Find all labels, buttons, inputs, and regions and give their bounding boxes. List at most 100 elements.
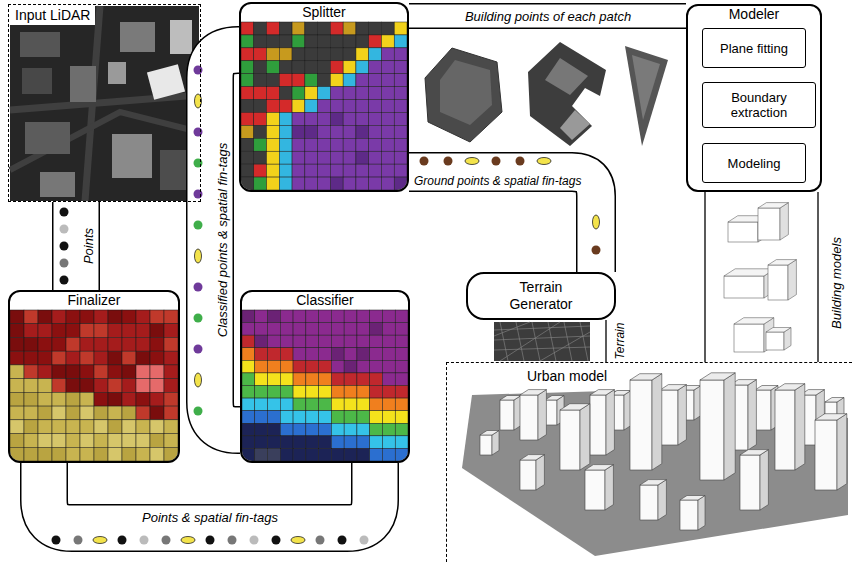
patch-cell xyxy=(280,436,293,449)
patch-cell xyxy=(280,310,293,323)
patch-cell xyxy=(369,164,382,177)
patch-cell xyxy=(280,398,293,411)
patch-cell xyxy=(382,310,395,323)
patch-cell xyxy=(356,22,369,35)
patch-cell xyxy=(370,436,383,449)
patch-cell xyxy=(280,411,293,424)
illustration-shape xyxy=(560,110,590,140)
pipe-wall xyxy=(52,202,100,290)
patch-cell xyxy=(164,447,178,461)
flow-dot xyxy=(465,158,479,165)
illustration-shape xyxy=(734,318,774,324)
building-block xyxy=(815,414,847,490)
patch-cell xyxy=(344,423,357,436)
patch-cell xyxy=(293,398,306,411)
illustration-shape xyxy=(528,42,606,146)
patch-cell xyxy=(267,48,280,61)
patch-cell xyxy=(305,87,318,100)
patch-cell xyxy=(268,448,281,461)
patch-cell xyxy=(80,447,94,461)
patch-cell xyxy=(280,423,293,436)
patch-cell xyxy=(94,310,108,324)
patch-cell xyxy=(344,411,357,424)
stage-box: Splitter xyxy=(239,2,409,192)
patch-cell xyxy=(279,74,292,87)
patch-cell xyxy=(292,48,305,61)
flow-dot xyxy=(250,536,259,545)
patch-cell xyxy=(394,100,407,113)
patch-cell xyxy=(108,379,122,393)
illustration-shape xyxy=(440,60,492,125)
patch-cell xyxy=(394,164,407,177)
patch-cell xyxy=(382,436,395,449)
patch-cell xyxy=(164,337,178,351)
building-block xyxy=(660,385,686,445)
illustration-shape xyxy=(766,332,784,350)
box-title: Modeler xyxy=(725,6,784,23)
patch-cell xyxy=(319,360,332,373)
patch-cell xyxy=(344,360,357,373)
illustration-shape xyxy=(680,496,705,501)
patch-cell xyxy=(280,373,293,386)
patch-cell xyxy=(356,87,369,100)
patch-cell xyxy=(318,87,331,100)
patch-cell xyxy=(108,392,122,406)
patch-cell xyxy=(357,373,370,386)
patch-cell xyxy=(255,310,268,323)
illustration-shape xyxy=(630,380,652,470)
patch-cell xyxy=(254,87,267,100)
patch-cell xyxy=(369,74,382,87)
patch-cell xyxy=(254,22,267,35)
patch-cell xyxy=(382,360,395,373)
patch-cell xyxy=(318,35,331,48)
patch-cell xyxy=(66,420,80,434)
building-block xyxy=(680,496,705,531)
flow-dot xyxy=(181,537,195,544)
patch-cell xyxy=(370,323,383,336)
patch-cell xyxy=(267,35,280,48)
patch-cell xyxy=(10,447,24,461)
patch-cell xyxy=(331,373,344,386)
patch-cell xyxy=(330,35,343,48)
patch-cell xyxy=(241,87,254,100)
flow-line xyxy=(606,320,607,362)
illustration-shape xyxy=(545,58,588,95)
patch-cell xyxy=(370,310,383,323)
patch-cell xyxy=(267,112,280,125)
illustration-shape xyxy=(545,396,564,401)
patch-cell xyxy=(395,373,408,386)
patch-cell xyxy=(242,360,255,373)
flow-dot xyxy=(194,407,203,416)
patch-cell xyxy=(356,35,369,48)
patch-cell xyxy=(394,151,407,164)
patch-cell xyxy=(382,386,395,399)
patch-cell xyxy=(255,386,268,399)
patch-cell xyxy=(94,324,108,338)
lidar-image xyxy=(10,6,199,201)
patch-cell xyxy=(331,411,344,424)
patch-cell xyxy=(293,348,306,361)
patch-cell xyxy=(66,310,80,324)
flow-dot xyxy=(60,208,69,217)
illustration-shape xyxy=(780,203,788,240)
box-title: Finalizer xyxy=(64,292,125,309)
illustration-shape xyxy=(698,496,705,531)
patch-cell xyxy=(280,323,293,336)
patch-cell xyxy=(319,323,332,336)
patch-cell xyxy=(394,138,407,151)
illustration-shape xyxy=(500,396,521,401)
patch-cell xyxy=(164,379,178,393)
illustration-shape xyxy=(768,260,796,265)
patch-cell xyxy=(305,125,318,138)
patch-cell xyxy=(357,448,370,461)
patch-cell xyxy=(241,177,254,190)
patch-cell xyxy=(136,434,150,448)
patch-cell xyxy=(38,420,52,434)
patch-cell xyxy=(24,447,38,461)
patch-cell xyxy=(150,406,164,420)
patch-cell xyxy=(394,87,407,100)
patch-cell xyxy=(292,125,305,138)
patch-cell xyxy=(382,348,395,361)
flow-dot xyxy=(162,536,171,545)
pipe-inside xyxy=(409,172,596,272)
